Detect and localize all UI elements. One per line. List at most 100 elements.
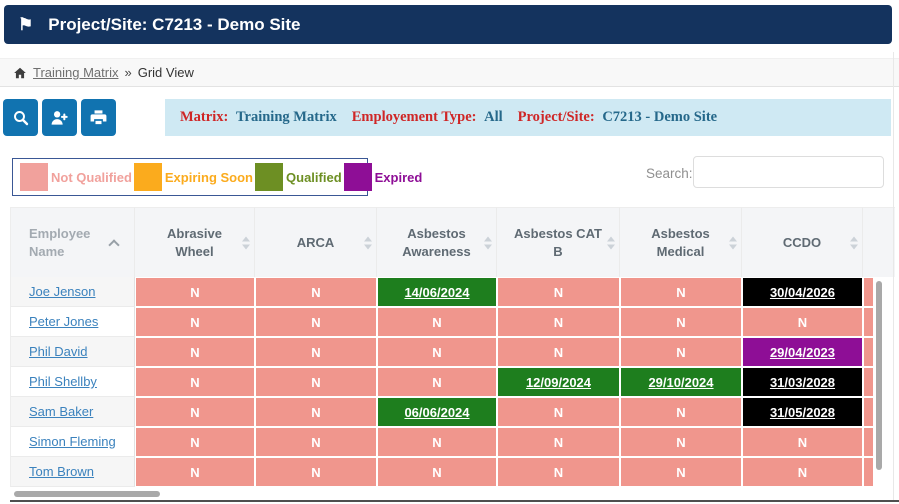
column-header-asbestos-medical[interactable]: Asbestos Medical — [620, 207, 742, 277]
training-cell[interactable]: N — [620, 277, 742, 307]
info-matrix-value: Training Matrix — [235, 109, 337, 125]
training-cell[interactable]: N — [742, 457, 863, 487]
legend-swatch-expiring-soon — [133, 163, 162, 191]
page-title: Project/Site: C7213 - Demo Site — [48, 14, 301, 34]
employee-link[interactable]: Simon Fleming — [29, 434, 116, 449]
training-cell[interactable]: 12/09/2024 — [497, 367, 620, 397]
info-employment-type: Employement Type: All — [352, 109, 503, 126]
column-label: Asbestos CAT B — [514, 225, 602, 259]
add-user-button[interactable] — [42, 99, 77, 136]
employee-link[interactable]: Phil David — [29, 344, 88, 359]
employee-link[interactable]: Sam Baker — [29, 404, 94, 419]
partial-column-cell — [863, 457, 874, 487]
training-cell[interactable]: N — [620, 337, 742, 367]
training-cell[interactable]: N — [255, 277, 377, 307]
training-cell[interactable]: 29/04/2023 — [742, 337, 863, 367]
horizontal-scrollbar[interactable] — [14, 491, 160, 497]
training-cell[interactable]: N — [377, 337, 497, 367]
partial-column-cell — [863, 367, 874, 397]
training-cell[interactable]: 30/04/2026 — [742, 277, 863, 307]
employee-name-cell: Phil Shellby — [10, 367, 135, 397]
training-cell[interactable]: N — [377, 457, 497, 487]
search-button[interactable] — [3, 99, 38, 136]
info-project-site-label: Project/Site: — [517, 109, 595, 125]
training-cell[interactable]: N — [255, 307, 377, 337]
training-cell[interactable]: N — [255, 427, 377, 457]
column-header-asbestos-cat-b[interactable]: Asbestos CAT B — [497, 207, 620, 277]
right-edge-divider — [893, 52, 894, 500]
training-cell[interactable]: N — [497, 337, 620, 367]
training-cell[interactable]: 14/06/2024 — [377, 277, 497, 307]
employee-name-cell: Peter Jones — [10, 307, 135, 337]
training-cell[interactable]: N — [135, 457, 255, 487]
info-matrix: Matrix: Training Matrix — [180, 109, 337, 126]
column-header-abrasive-wheel[interactable]: Abrasive Wheel — [135, 207, 255, 277]
employee-link[interactable]: Tom Brown — [29, 464, 95, 479]
column-header-arca[interactable]: ARCA — [255, 207, 377, 277]
training-cell[interactable]: 31/05/2028 — [742, 397, 863, 427]
info-project-site: Project/Site: C7213 - Demo Site — [518, 109, 717, 126]
column-header-asbestos-awareness[interactable]: Asbestos Awareness — [377, 207, 497, 277]
training-cell[interactable]: N — [135, 367, 255, 397]
training-cell[interactable]: 29/10/2024 — [620, 367, 742, 397]
training-cell[interactable]: N — [497, 457, 620, 487]
bottom-divider — [10, 500, 899, 502]
sort-icon — [729, 236, 737, 249]
partial-column-cell — [863, 277, 874, 307]
training-cell[interactable]: N — [135, 337, 255, 367]
breadcrumb-link-training-matrix[interactable]: Training Matrix — [33, 65, 119, 80]
partial-column-cell — [863, 427, 874, 457]
training-cell[interactable]: N — [255, 367, 377, 397]
user-plus-icon — [50, 108, 69, 127]
sort-icon — [607, 236, 615, 249]
legend-swatch-expired — [343, 163, 372, 191]
training-cell[interactable]: 06/06/2024 — [377, 397, 497, 427]
training-cell[interactable]: N — [377, 367, 497, 397]
training-cell[interactable]: N — [620, 427, 742, 457]
column-label: Employee Name — [29, 225, 91, 259]
breadcrumb-separator: » — [124, 65, 132, 80]
training-cell[interactable]: N — [135, 397, 255, 427]
training-cell[interactable]: N — [377, 427, 497, 457]
training-cell[interactable]: N — [497, 307, 620, 337]
employee-name-cell: Phil David — [10, 337, 135, 367]
legend-swatch-not-qualified — [20, 163, 48, 191]
legend-label-expired: Expired — [374, 169, 423, 185]
training-cell[interactable]: N — [377, 307, 497, 337]
printer-icon — [89, 108, 108, 127]
column-label: Abrasive Wheel — [167, 225, 222, 259]
training-cell[interactable]: N — [620, 397, 742, 427]
info-project-site-value: C7213 - Demo Site — [602, 109, 718, 125]
training-matrix-table: Employee Name Abrasive Wheel ARCA Asbest… — [10, 207, 895, 487]
training-cell[interactable]: N — [742, 307, 863, 337]
info-bar: Matrix: Training Matrix Employement Type… — [165, 99, 891, 136]
employee-link[interactable]: Joe Jenson — [29, 284, 96, 299]
training-cell[interactable]: N — [255, 397, 377, 427]
training-cell[interactable]: N — [620, 307, 742, 337]
employee-link[interactable]: Peter Jones — [29, 314, 99, 329]
legend-label-expiring-soon: Expiring Soon — [164, 169, 254, 185]
training-cell[interactable]: N — [620, 457, 742, 487]
training-cell[interactable]: N — [135, 277, 255, 307]
vertical-scrollbar[interactable] — [876, 281, 882, 470]
magnifier-icon — [12, 109, 30, 127]
column-header-ccdo[interactable]: CCDO — [742, 207, 863, 277]
search-input[interactable] — [693, 156, 884, 188]
home-icon[interactable] — [13, 66, 27, 80]
training-cell[interactable]: 31/03/2028 — [742, 367, 863, 397]
training-cell[interactable]: N — [135, 427, 255, 457]
training-cell[interactable]: N — [135, 307, 255, 337]
training-cell[interactable]: N — [255, 457, 377, 487]
training-cell[interactable]: N — [497, 277, 620, 307]
employee-link[interactable]: Phil Shellby — [29, 374, 97, 389]
column-header-employee-name[interactable]: Employee Name — [10, 207, 135, 277]
training-cell[interactable]: N — [255, 337, 377, 367]
breadcrumb-current: Grid View — [137, 65, 194, 80]
toolbar-buttons — [3, 99, 116, 136]
training-cell[interactable]: N — [497, 427, 620, 457]
print-button[interactable] — [81, 99, 116, 136]
training-cell[interactable]: N — [497, 397, 620, 427]
partial-column-cell — [863, 307, 874, 337]
column-label: CCDO — [782, 234, 822, 250]
training-cell[interactable]: N — [742, 427, 863, 457]
